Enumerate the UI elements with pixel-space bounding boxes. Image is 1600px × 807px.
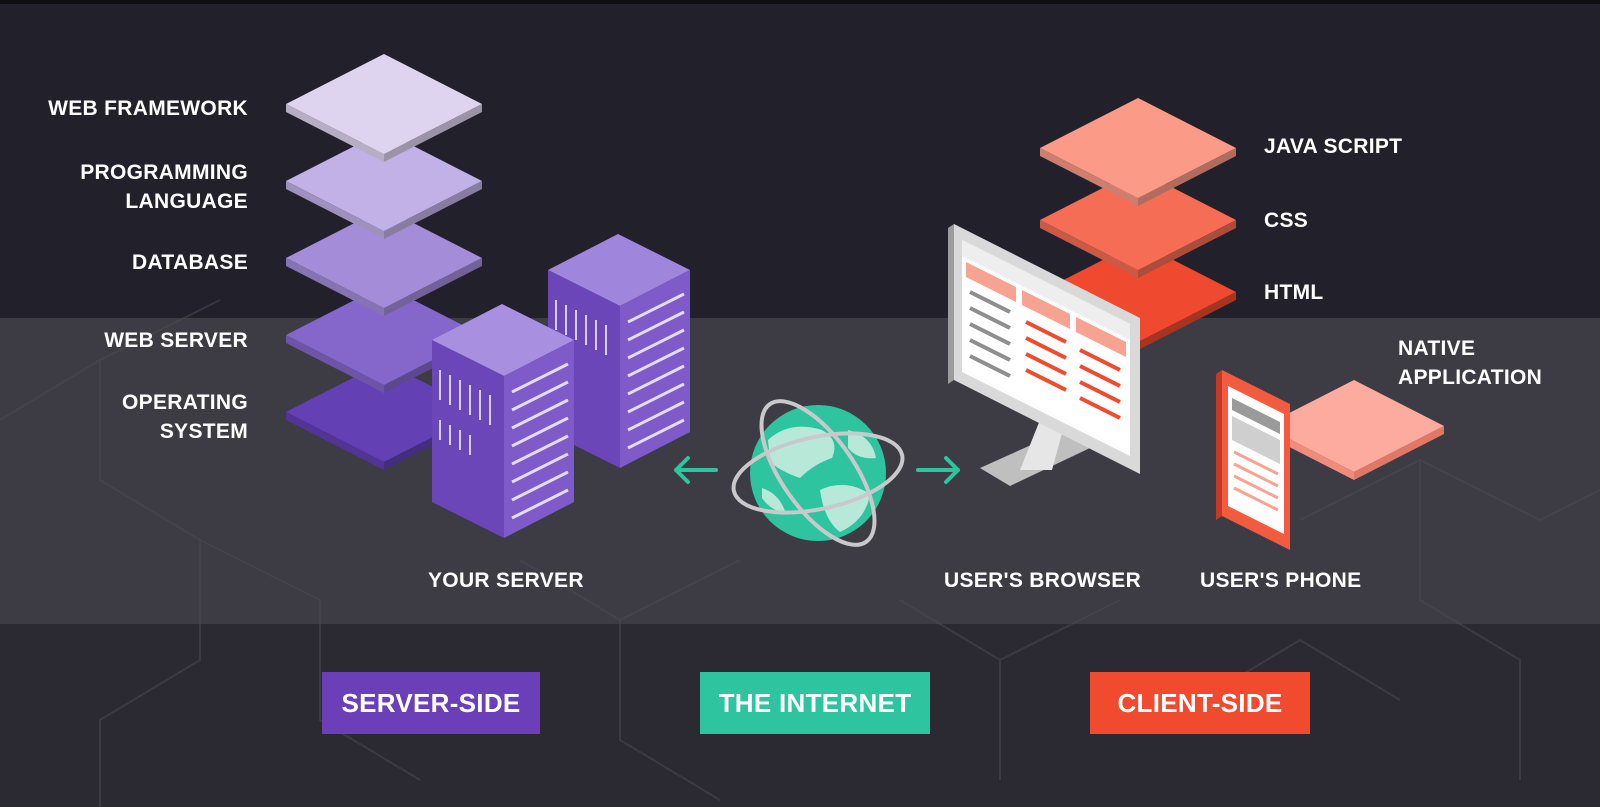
server-tower-front <box>432 304 574 538</box>
native-app-layer <box>1264 380 1444 472</box>
label-native-application: NATIVE APPLICATION <box>1398 337 1543 389</box>
label-programming-language: PROGRAMMING LANGUAGE <box>80 161 248 213</box>
globe-icon <box>731 399 905 547</box>
monitor-icon <box>948 224 1140 486</box>
arrow-left-icon <box>674 456 718 484</box>
label-database: DATABASE <box>132 251 248 274</box>
client-layer-1 <box>1040 170 1236 278</box>
label-html: HTML <box>1264 281 1324 304</box>
label-operating-system: OPERATING SYSTEM <box>122 391 248 443</box>
server-layer-1 <box>286 131 482 239</box>
internet-tag: THE INTERNET <box>700 672 930 734</box>
top-edge <box>0 0 1600 4</box>
client-layer-0 <box>1040 98 1236 206</box>
phone-icon <box>1216 370 1290 550</box>
label-css: CSS <box>1264 209 1309 232</box>
background-network-lines <box>0 299 1600 807</box>
server-side-tag: SERVER-SIDE <box>322 672 540 734</box>
server-layer-0 <box>286 54 482 162</box>
label-web-framework: WEB FRAMEWORK <box>48 97 248 120</box>
server-layer-2 <box>286 208 482 316</box>
label-users-browser: USER'S BROWSER <box>944 569 1142 592</box>
arrow-right-icon <box>916 456 960 484</box>
label-javascript: JAVA SCRIPT <box>1264 135 1403 158</box>
native-app-layer-edge-right <box>1354 426 1444 480</box>
label-web-server: WEB SERVER <box>104 329 248 352</box>
label-users-phone: USER'S PHONE <box>1200 569 1362 592</box>
label-your-server: YOUR SERVER <box>428 569 584 592</box>
client-side-tag: CLIENT-SIDE <box>1090 672 1310 734</box>
